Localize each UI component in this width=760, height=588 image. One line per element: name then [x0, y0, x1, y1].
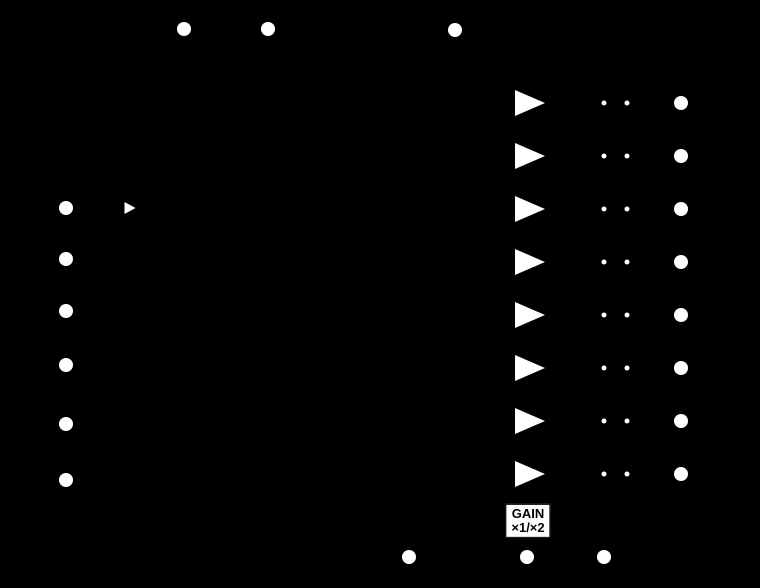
bottom-node-3[interactable]: [597, 550, 611, 564]
junction-dot-5-2[interactable]: [624, 312, 630, 318]
left-node-6[interactable]: [59, 473, 73, 487]
junction-dot-3-2[interactable]: [624, 206, 630, 212]
junction-dot-5-1[interactable]: [601, 312, 607, 318]
junction-dot-2-1[interactable]: [601, 153, 607, 159]
gain-selector-label[interactable]: GAIN×1/×2: [505, 503, 551, 539]
output-node-7[interactable]: [674, 414, 688, 428]
junction-dot-1-2[interactable]: [624, 100, 630, 106]
output-node-8[interactable]: [674, 467, 688, 481]
junction-dot-7-2[interactable]: [624, 418, 630, 424]
amplifier-8: [515, 461, 545, 487]
left-node-5[interactable]: [59, 417, 73, 431]
junction-dot-2-2[interactable]: [624, 153, 630, 159]
amplifier-6: [515, 355, 545, 381]
bottom-node-2[interactable]: [520, 550, 534, 564]
junction-dot-4-1[interactable]: [601, 259, 607, 265]
left-node-3[interactable]: [59, 304, 73, 318]
output-node-3[interactable]: [674, 202, 688, 216]
top-node-3[interactable]: [448, 23, 462, 37]
left-node-2[interactable]: [59, 252, 73, 266]
amplifier-5: [515, 302, 545, 328]
amplifier-2: [515, 143, 545, 169]
left-node-4[interactable]: [59, 358, 73, 372]
gain-label-value: ×1/×2: [511, 519, 545, 535]
output-node-2[interactable]: [674, 149, 688, 163]
junction-dot-8-1[interactable]: [601, 471, 607, 477]
junction-dot-3-1[interactable]: [601, 206, 607, 212]
junction-dot-7-1[interactable]: [601, 418, 607, 424]
input-arrow: [124, 202, 136, 214]
output-node-1[interactable]: [674, 96, 688, 110]
junction-dot-1-1[interactable]: [601, 100, 607, 106]
amplifier-4: [515, 249, 545, 275]
left-node-1[interactable]: [59, 201, 73, 215]
gain-label-title: GAIN: [511, 505, 545, 521]
bottom-node-1[interactable]: [402, 550, 416, 564]
junction-dot-6-2[interactable]: [624, 365, 630, 371]
junction-dot-4-2[interactable]: [624, 259, 630, 265]
top-node-2[interactable]: [261, 22, 275, 36]
output-node-5[interactable]: [674, 308, 688, 322]
top-node-1[interactable]: [177, 22, 191, 36]
junction-dot-6-1[interactable]: [601, 365, 607, 371]
output-node-4[interactable]: [674, 255, 688, 269]
amplifier-7: [515, 408, 545, 434]
junction-dot-8-2[interactable]: [624, 471, 630, 477]
amplifier-1: [515, 90, 545, 116]
amplifier-3: [515, 196, 545, 222]
output-node-6[interactable]: [674, 361, 688, 375]
